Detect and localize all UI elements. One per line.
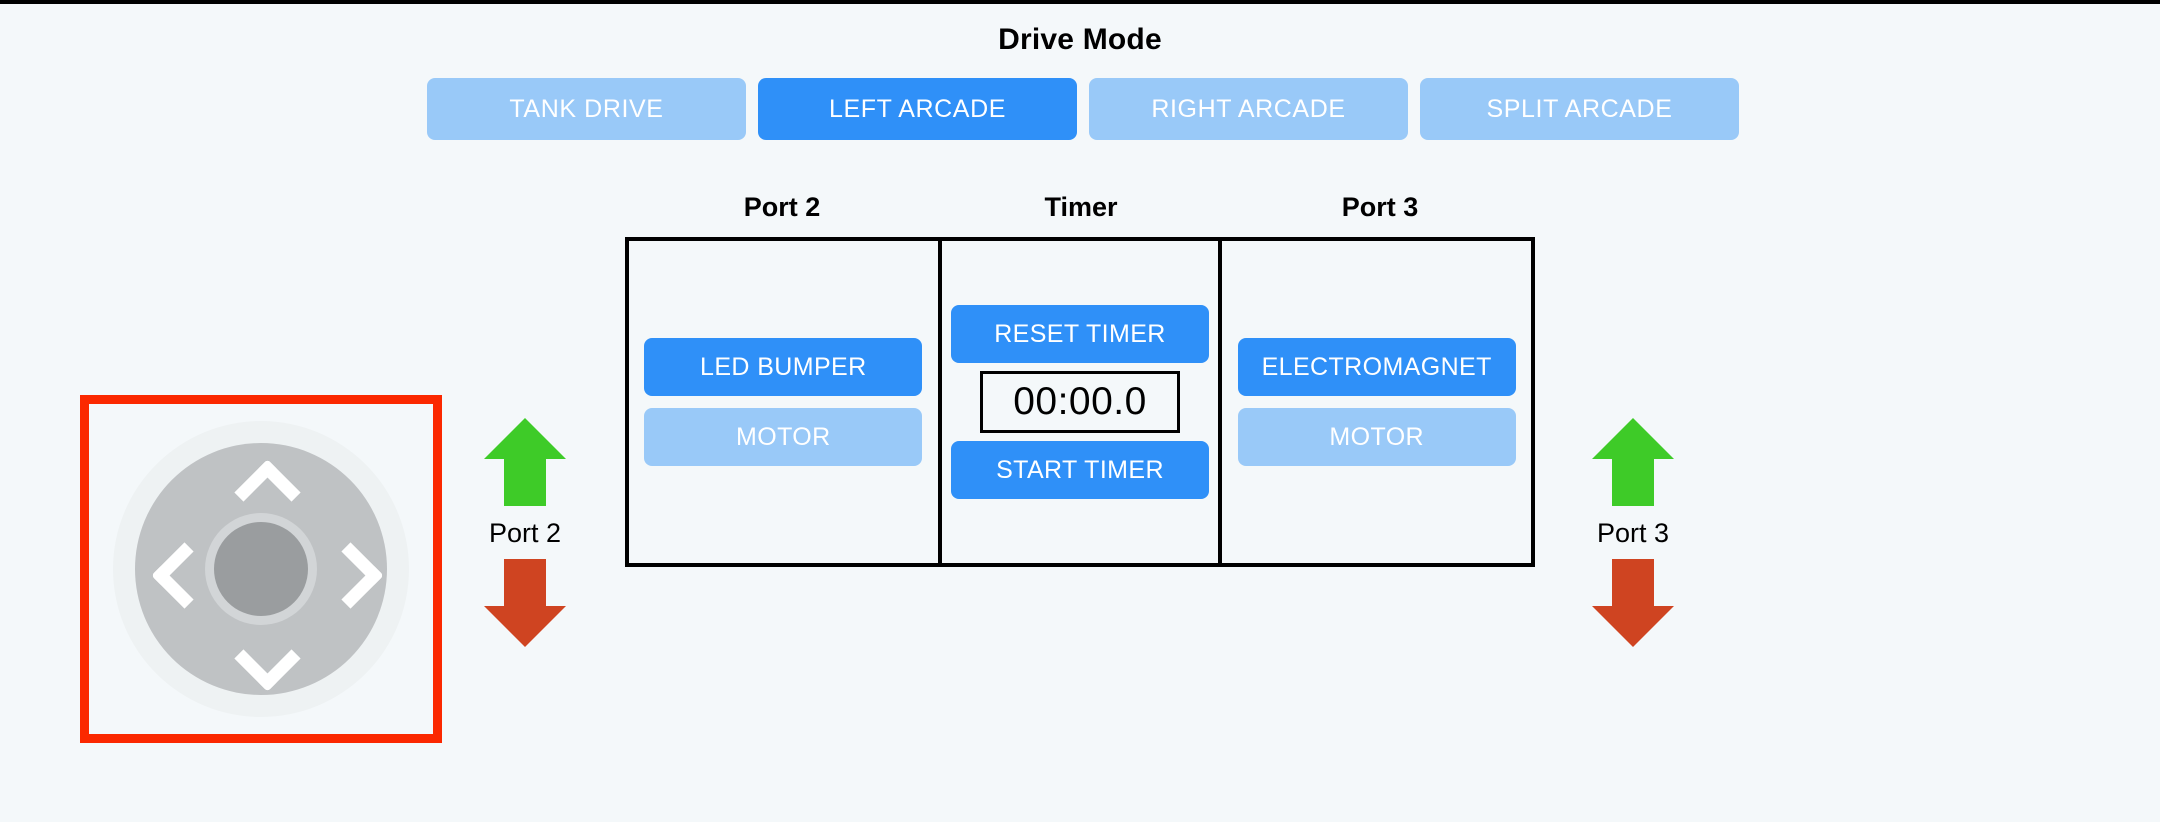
port3-motor-button[interactable]: MOTOR [1237,408,1516,466]
reset-timer-button[interactable]: RESET TIMER [951,305,1209,363]
panel-headers: Port 2 Timer Port 3 [626,192,1536,223]
drive-mode-right-arcade[interactable]: RIGHT ARCADE [1089,78,1408,140]
arrow-up-icon[interactable] [484,418,566,506]
panel-title-timer: Timer [1044,192,1118,222]
port3-electromagnet-button[interactable]: ELECTROMAGNET [1237,338,1516,396]
port3-arrow-controls: Port 3 [1568,418,1698,647]
panel-title-port3: Port 3 [1341,192,1419,222]
dpad-center-button[interactable] [214,522,308,616]
drive-mode-selector: TANK DRIVE LEFT ARCADE RIGHT ARCADE SPLI… [427,78,1744,140]
panel-title-port2: Port 2 [743,192,821,222]
drive-mode-split-arcade[interactable]: SPLIT ARCADE [1420,78,1739,140]
page-title: Drive Mode [998,23,1162,56]
drive-mode-left-arcade[interactable]: LEFT ARCADE [758,78,1077,140]
arrow-down-icon[interactable] [484,559,566,647]
port3-arrow-label: Port 3 [1596,518,1670,548]
panel-port3: ELECTROMAGNET MOTOR [1222,241,1531,563]
port2-arrow-controls: Port 2 [460,418,590,647]
drive-mode-tank-drive[interactable]: TANK DRIVE [427,78,746,140]
timer-display: 00:00.0 [980,371,1180,433]
start-timer-button[interactable]: START TIMER [951,441,1209,499]
panel-timer: RESET TIMER 00:00.0 START TIMER [937,241,1223,563]
control-panel-group: LED BUMPER MOTOR RESET TIMER 00:00.0 STA… [625,237,1535,567]
direction-pad[interactable] [80,395,442,743]
arrow-down-icon[interactable] [1592,559,1674,647]
top-black-bar [0,0,2160,4]
port2-arrow-label: Port 2 [488,518,562,548]
panel-port2: LED BUMPER MOTOR [629,241,938,563]
arrow-up-icon[interactable] [1592,418,1674,506]
port2-motor-button[interactable]: MOTOR [644,408,923,466]
port2-led-bumper-button[interactable]: LED BUMPER [644,338,923,396]
direction-pad-face [113,421,409,717]
